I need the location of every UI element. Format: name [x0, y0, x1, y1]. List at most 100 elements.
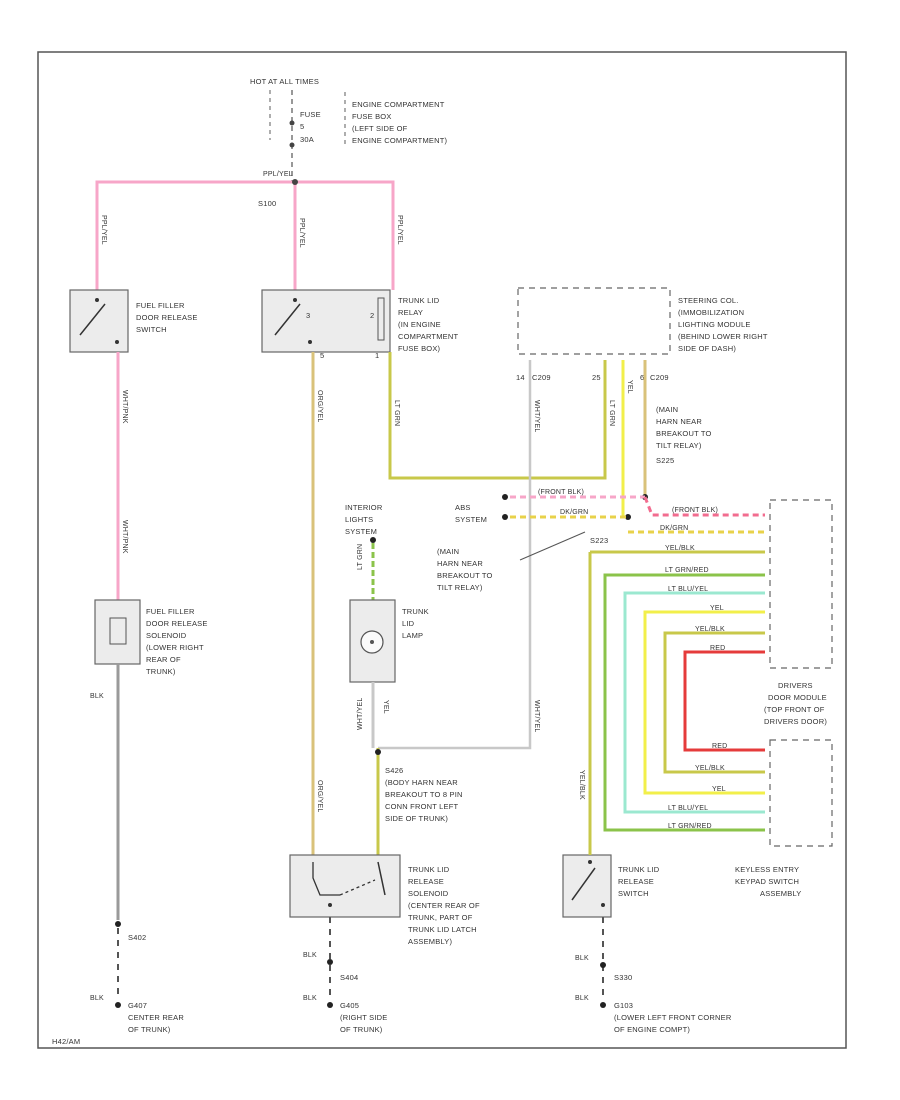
harness-note-2-4: TILT RELAY) — [437, 583, 483, 592]
trunk-lamp-label-1: TRUNK — [402, 607, 429, 616]
keyless-entry-keypad — [769, 739, 833, 847]
fuel-switch-label-1: FUEL FILLER — [136, 301, 185, 310]
connector-c209-a: C209 — [532, 373, 551, 382]
fuel-switch-label-2: DOOR RELEASE — [136, 313, 198, 322]
abs-label-1: ABS — [455, 503, 471, 512]
wire-label-yel-blk-switch: YEL/BLK — [578, 770, 585, 800]
wire-label-lt-grn-relay: LT GRN — [393, 400, 400, 426]
relay-contact — [274, 303, 301, 336]
wire-label-yel-blk-switch-top: YEL/BLK — [665, 545, 695, 552]
ground-g407-desc-2: OF TRUNK) — [128, 1025, 171, 1034]
splice-s223-dot — [625, 514, 631, 520]
solenoid-coil — [109, 617, 127, 645]
trunk-solenoid-label-4: (CENTER REAR OF — [408, 901, 480, 910]
lt-blu-yel-wire — [623, 591, 765, 814]
solenoid-link — [339, 879, 376, 896]
diagram-frame — [37, 51, 847, 1049]
s426-desc-3: CONN FRONT LEFT — [385, 802, 458, 811]
relay-pin-1: 1 — [375, 351, 379, 360]
ground-g103-desc-2: OF ENGINE COMPT) — [614, 1025, 690, 1034]
red-wire — [683, 650, 765, 752]
relay-pin-5: 5 — [320, 351, 324, 360]
ground-g405-desc-1: (RIGHT SIDE — [340, 1013, 387, 1022]
fuel-solenoid-label-4: (LOWER RIGHT — [146, 643, 204, 652]
wire-label-wht-pnk-1: WHT/PNK — [121, 390, 128, 424]
fuse-terminal-top — [289, 120, 295, 126]
fuse-number: 5 — [300, 122, 304, 131]
pin-14: 14 — [516, 373, 525, 382]
wire-label-yel-blk-bottom: YEL/BLK — [695, 765, 725, 772]
interior-lights-label-3: SYSTEM — [345, 527, 377, 536]
drivers-door-module — [769, 499, 833, 669]
keypad-label-2: KEYPAD SWITCH — [735, 877, 799, 886]
steering-module-label-2: (IMMOBILIZATION — [678, 308, 744, 317]
relay-label-1: TRUNK LID — [398, 296, 440, 305]
splice-s402-dot — [115, 921, 121, 927]
trunk-switch-contact — [571, 867, 596, 901]
steering-module-label-3: LIGHTING MODULE — [678, 320, 751, 329]
s225-to-door-module-wire — [643, 496, 765, 517]
keypad-label-1: KEYLESS ENTRY — [735, 865, 799, 874]
module-to-lamp-wire — [378, 360, 532, 750]
wire-label-yel-top: YEL — [710, 605, 724, 612]
wire-label-wht-lamp: WHT/YEL — [357, 697, 364, 730]
wire-label-wht-yel-1: WHT/YEL — [533, 400, 540, 433]
trunk-solenoid-label-3: SOLENOID — [408, 889, 449, 898]
ground-g103-desc-1: (LOWER LEFT FRONT CORNER — [614, 1013, 732, 1022]
splice-s426-dot — [375, 749, 381, 755]
steering-module-label-4: (BEHIND LOWER RIGHT — [678, 332, 768, 341]
trunk-switch-label-2: RELEASE — [618, 877, 654, 886]
connector-c209-b: C209 — [650, 373, 669, 382]
trunk-switch-label-1: TRUNK LID — [618, 865, 660, 874]
wire-label-lt-grn-module: LT GRN — [608, 400, 615, 426]
wire-label-blk-2: BLK — [90, 995, 104, 1002]
wire-label-blk-3: BLK — [303, 952, 317, 959]
relay-pivot — [293, 298, 297, 302]
wire-label-blk-5: BLK — [575, 955, 589, 962]
power-label: HOT AT ALL TIMES — [250, 77, 319, 86]
fuel-filler-switch — [69, 289, 129, 353]
lt-grn-red-wire — [603, 573, 765, 832]
splice-s225: S225 — [656, 456, 674, 465]
ground-g405: G405 — [340, 1001, 359, 1010]
s426-desc-1: (BODY HARN NEAR — [385, 778, 458, 787]
relay-terminal — [308, 340, 312, 344]
ground-g103-dot — [600, 1002, 606, 1008]
trunk-lid-release-solenoid — [289, 854, 401, 918]
trunk-switch-pivot — [588, 860, 592, 864]
steering-module-label-5: SIDE OF DASH) — [678, 344, 736, 353]
fuse-label: FUSE — [300, 110, 321, 119]
wire-label-org-yel-2: ORG/YEL — [316, 780, 323, 813]
solenoid-left-contact — [312, 862, 340, 896]
fuse-terminal-bottom — [289, 142, 295, 148]
trunk-solenoid-label-1: TRUNK LID — [408, 865, 450, 874]
relay-coil-to-module-wire — [388, 352, 607, 480]
wire-label-relay2-ppl: PPL/YEL — [396, 215, 403, 245]
door-module-label-3: (TOP FRONT OF — [764, 705, 825, 714]
harness-note-1-1: (MAIN — [656, 405, 678, 414]
fuel-switch-pivot — [95, 298, 99, 302]
trunk-lid-relay — [261, 289, 391, 353]
harness-note-1-2: HARN NEAR — [656, 417, 702, 426]
wire-label-blk-1: BLK — [90, 693, 104, 700]
wire-label-wht-pnk-2: WHT/PNK — [121, 520, 128, 554]
fuel-solenoid-label-6: TRUNK) — [146, 667, 176, 676]
solenoid-right-contact — [377, 861, 386, 896]
trunk-lid-release-switch — [562, 854, 612, 918]
fuel-solenoid-label-2: DOOR RELEASE — [146, 619, 208, 628]
steering-module-label-1: STEERING COL. — [678, 296, 739, 305]
interior-lights-label-1: INTERIOR — [345, 503, 383, 512]
wire-label-yel-bottom: YEL — [712, 786, 726, 793]
trunk-lamp-label-3: LAMP — [402, 631, 423, 640]
yel-blk-wire — [663, 631, 765, 774]
relay-pin-3: 3 — [306, 311, 310, 320]
wire-label-red-bottom: RED — [712, 743, 727, 750]
solenoid-ground-terminal — [328, 903, 332, 907]
door-wire-red-label: (FRONT BLK) — [672, 507, 718, 514]
fuel-switch-terminal — [115, 340, 119, 344]
relay-coil — [377, 297, 385, 341]
door-module-label-1: DRIVERS — [778, 681, 813, 690]
door-module-label-4: DRIVERS DOOR) — [764, 717, 827, 726]
interior-lights-pin — [370, 537, 376, 543]
